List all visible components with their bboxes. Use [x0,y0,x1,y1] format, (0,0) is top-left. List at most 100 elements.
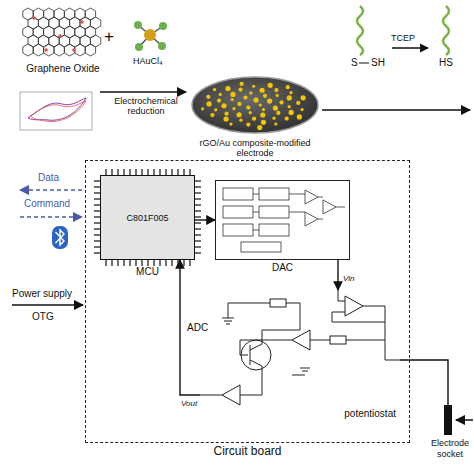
socket-arrow [456,419,473,421]
drawing-part [297,114,302,119]
drawing-part [221,103,226,108]
potentiostat-circuit [200,290,400,405]
drawing-part [75,44,85,56]
drawing-part [246,105,250,109]
drawing-part [195,228,201,229]
drawing-part [263,94,267,98]
drawing-part [259,103,262,106]
bluetooth-icon [52,226,68,249]
drawing-part [200,395,222,396]
thiol-chain [357,6,363,55]
drawing-part [144,29,156,41]
drawing-part [229,123,232,126]
drawing-part [195,222,201,223]
drawing-part [237,102,241,106]
drawing-part [296,101,300,105]
drawing-part [44,48,48,52]
drawing-part [33,44,43,56]
drawing-part [23,44,33,56]
drawing-part [310,340,385,341]
drawing-part [289,91,292,94]
drawing-part [288,105,291,108]
node-text: C801F005 [101,212,194,222]
drawing-part [330,336,346,344]
drawing-part [195,210,201,211]
drawing-part [259,224,289,236]
command-arrow [20,216,82,218]
node-text: Electrode socket [428,438,472,460]
flow-arrow [322,109,470,111]
label-text: Data [38,172,59,184]
drawing-part [32,16,36,20]
drawing-part [243,95,247,99]
label-text: Vout [181,399,197,408]
drawing-part [80,20,84,24]
drawing-part [285,117,289,121]
label-text: S [351,57,358,69]
drawing-part [259,206,289,218]
label-text: Command [24,198,70,210]
drawing-part [195,204,201,205]
drawing-part [135,260,136,266]
power-arrow [12,304,83,306]
drawing-part [239,119,242,122]
drawing-part [56,230,65,245]
drawing-part [147,260,148,266]
drawing-part [195,192,201,193]
drawing-part [134,21,142,29]
label-text: TCEP [391,33,415,43]
drawing-part [159,22,167,30]
flow-arrow [100,91,186,93]
drawing-part [85,44,95,56]
drawing-part [289,110,294,115]
bond-line [359,63,369,64]
drawing-part [259,188,289,200]
label-text: Graphene Oxide [26,63,100,75]
potentiostat-block: potentiostat [200,290,400,421]
drawing-part [228,303,300,330]
drawing-part [222,303,234,324]
drawing-part [111,260,112,266]
data-arrow [20,189,82,191]
drawing-part [270,299,286,307]
drawing-part [177,260,178,266]
drawing-part [363,306,400,360]
drawing-part [241,242,281,252]
drawing-part [332,312,385,322]
drawing-part [195,216,201,217]
drawing-part [192,77,318,133]
drawing-part [240,330,300,395]
drawing-part [246,122,250,126]
mcu-chip: C801F005MCU [100,175,195,260]
drawing-part [274,122,277,125]
drawing-part [257,125,262,130]
drawing-part [20,92,92,130]
drawing-part [253,98,258,103]
drawing-part [223,224,253,236]
drawing-part [223,206,253,218]
connector [195,219,215,220]
drawing-part [232,107,235,110]
label-text: Electrochemical reduction [106,96,186,117]
node-text: MCU [101,266,194,278]
electrode-disk: rGO/Au composite-modified electrode [190,75,320,135]
drawing-part [183,260,184,266]
drawing-part [338,290,345,301]
drawing-part [224,112,228,116]
drawing-part [54,44,64,56]
drawing-part [165,260,166,266]
drawing-part [195,234,201,235]
haucl4-molecule [134,21,167,51]
drawing-part [195,240,201,241]
drawing-part [444,405,452,435]
drawing-part [301,95,306,100]
drawing-part [305,190,318,204]
circuit-board: C801F005MCUDACpotentiostatCircuit board [85,160,410,443]
drawing-part [287,95,292,100]
drawing-part [219,93,222,96]
thiol-chain [443,6,449,55]
drawing-part [286,85,290,89]
drawing-part [58,34,62,38]
drawing-part [159,260,160,266]
